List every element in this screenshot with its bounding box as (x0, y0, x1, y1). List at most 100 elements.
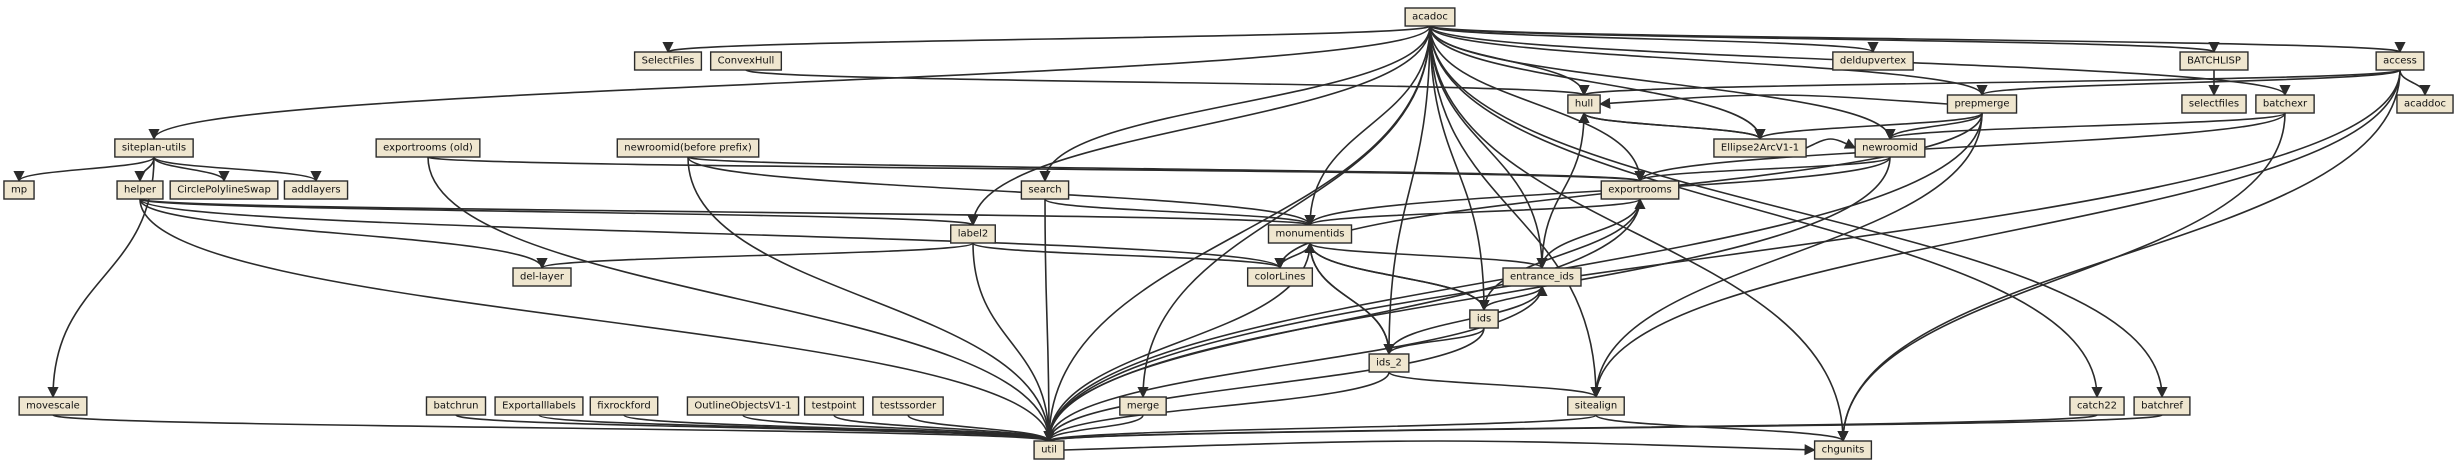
node-label: Exportalllabels (502, 401, 576, 412)
edge-acadoc-to-selectfiles (662, 25, 1431, 54)
node-outlineobjects: OutlineObjectsV1-1 (686, 396, 800, 416)
node-circlepolylineswap: CirclePolylineSwap (169, 180, 279, 200)
node-label: hull (1575, 99, 1593, 110)
edge-acadoc-to-exportrooms (1429, 25, 1646, 183)
edge-entrance-ids-to-hull (1541, 111, 1590, 269)
node-newroomid-before: newroomid(before prefix) (616, 138, 760, 158)
edge-acadoc-to-chgunits (1429, 25, 1849, 443)
edge-exportrooms-to-ids (1478, 198, 1641, 312)
edge-newroomid-to-exportrooms (1634, 156, 1891, 183)
edge-access-to-sitealign (1590, 69, 2401, 399)
node-acaddoc: acaddoc (2396, 94, 2454, 114)
node-label: ids (1477, 314, 1491, 325)
node-hull: hull (1567, 94, 1601, 114)
node-label: search (1028, 185, 1061, 196)
node-box (494, 396, 584, 416)
edge-newroomid-before-to-exportrooms (687, 156, 1645, 183)
node-newroomid: newroomid (1854, 138, 1926, 158)
edge-prepmerge-to-ellipse2arc (1754, 112, 1983, 141)
node-label: label2 (958, 229, 989, 240)
edge-acadoc-to-ids-2 (1383, 25, 1431, 356)
node-box (1832, 51, 1914, 71)
node-label: testssorder (880, 401, 937, 412)
node-selectfiles: SelectFiles (633, 51, 703, 71)
node-box (1946, 94, 2018, 114)
edge-access-to-chgunits (1837, 69, 2401, 443)
node-label: merge (1127, 401, 1159, 412)
node-exportalllabels: Exportalllabels (494, 396, 584, 416)
node-box (425, 396, 487, 416)
edge-ids-to-monumentids (1304, 241, 1485, 311)
node-box (1600, 180, 1680, 200)
edge-search-to-util (1043, 198, 1055, 443)
node-box (375, 138, 481, 158)
node-batchlisp: BATCHLISP (2179, 51, 2249, 71)
edge-movescale-to-util (52, 414, 1054, 443)
node-ellipse2arc: Ellipse2ArcV1-1 (1713, 138, 1807, 158)
node-label: prepmerge (1954, 99, 2009, 110)
node-label: exportrooms (old) (383, 143, 473, 154)
node-box (803, 396, 865, 416)
node-label: colorLines (1255, 272, 1306, 283)
edge-siteplan-utils-to-circlepolylineswap (153, 156, 230, 183)
node-label: batchexr (2263, 99, 2308, 110)
node-label: monumentids (1275, 229, 1344, 240)
node-label: BATCHLISP (2187, 56, 2241, 67)
node-box (2069, 396, 2125, 416)
node-box (616, 138, 760, 158)
edge-acadoc-to-deldupvertex (1429, 25, 1879, 54)
edge-acadoc-to-access (1429, 25, 2405, 54)
node-label: newroomid (1862, 143, 1918, 154)
node-label: CirclePolylineSwap (177, 185, 271, 196)
edge-newroomid-to-monumentids (1304, 156, 1891, 227)
node-fixrockford: fixrockford (589, 396, 659, 416)
node-label: ids_2 (1376, 358, 1402, 369)
node-label: sitealign (1575, 401, 1617, 412)
edge-batchexr-to-exportrooms (1634, 112, 2286, 183)
node-selectfiles2: selectfiles (2181, 94, 2247, 114)
node-sitealign: sitealign (1567, 396, 1625, 416)
node-label: batchref (2141, 401, 2183, 412)
edge-ids-to-ids-2 (1383, 327, 1485, 356)
node-box (2181, 94, 2247, 114)
node-label: deldupvertex (1840, 56, 1906, 67)
edge-siteplan-utils-to-addlayers (153, 156, 322, 183)
edge-label2-to-colorlines (972, 242, 1286, 270)
edge-hull-to-ellipse2arc (1583, 112, 1766, 141)
node-box (2133, 396, 2191, 416)
edge-monumentids-to-entrance-ids (1309, 242, 1548, 270)
edges-layer (13, 25, 2431, 456)
node-label: catch22 (2077, 401, 2117, 412)
node-box (872, 396, 944, 416)
edge-helper-to-util (139, 198, 1055, 443)
node-label: addlayers (291, 185, 340, 196)
node-ids: ids (1469, 309, 1499, 329)
edge-access-to-hull (1579, 69, 2401, 97)
node-catch22: catch22 (2069, 396, 2125, 416)
node-access: access (2375, 51, 2425, 71)
node-box (1854, 138, 1926, 158)
node-label: movescale (26, 401, 80, 412)
edge-helper-to-dellayer (139, 198, 548, 270)
node-box (709, 51, 783, 71)
node-exportrooms: exportrooms (1600, 180, 1680, 200)
edge-exportrooms-old-to-util (427, 156, 1055, 443)
edge-ids-2-to-entrance-ids (1388, 284, 1548, 355)
edge-acadoc-to-ellipse2arc (1429, 25, 1766, 141)
node-label: SelectFiles (642, 56, 695, 67)
edge-acadoc-to-ids (1429, 25, 1490, 312)
node-box (169, 180, 279, 200)
edge-entrance-ids-to-exportrooms (1541, 197, 1646, 269)
edge-util-to-chgunits (1063, 440, 1816, 456)
node-colorlines: colorLines (1246, 267, 1314, 287)
edge-acadoc-to-siteplan-utils (148, 25, 1431, 141)
node-label: acaddoc (2404, 99, 2446, 110)
edge-sitealign-to-util (1043, 414, 1597, 443)
edge-search-to-monumentids (1044, 198, 1316, 227)
node-box (1567, 396, 1625, 416)
node-label: mp (11, 185, 27, 196)
edge-prepmerge-to-hull (1599, 94, 1948, 109)
node-box (633, 51, 703, 71)
